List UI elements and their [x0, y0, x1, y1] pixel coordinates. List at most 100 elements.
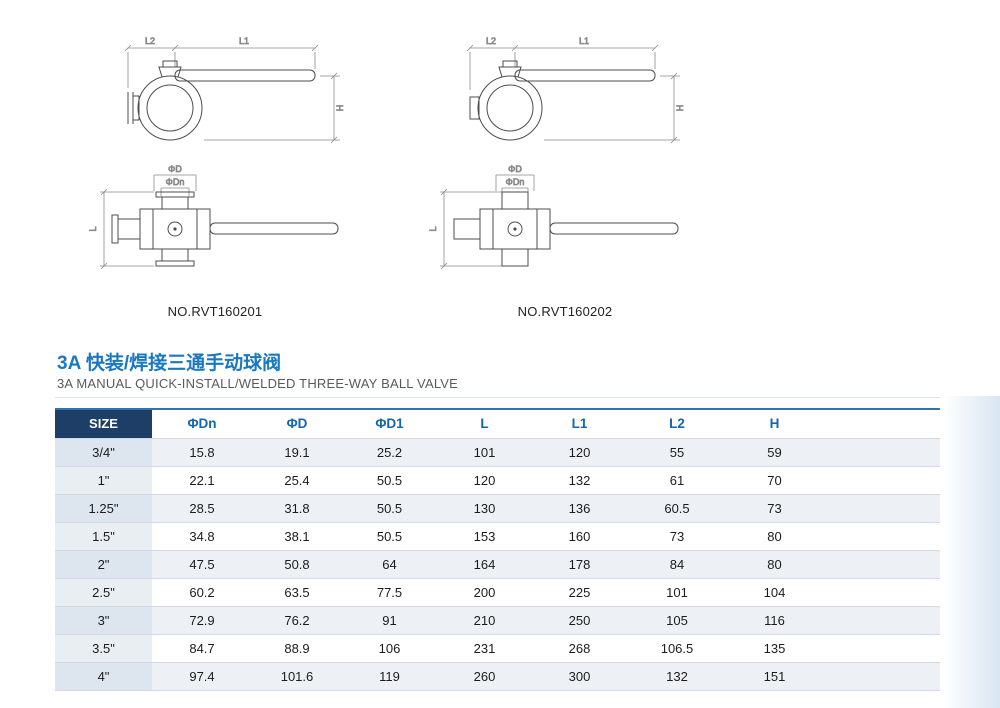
spec-cell: 268: [532, 634, 627, 663]
dim-label-phi-d: ΦD: [508, 164, 522, 174]
spec-cell: 300: [532, 662, 627, 691]
spec-cell: 73: [727, 494, 822, 523]
valve-top-view: [470, 61, 655, 140]
spec-cell: 178: [532, 550, 627, 579]
spec-cell: 22.1: [152, 466, 252, 495]
spec-cell: 200: [437, 578, 532, 607]
page-edge-gradient: [942, 396, 1000, 708]
page-title-en: 3A MANUAL QUICK-INSTALL/WELDED THREE-WAY…: [57, 376, 459, 391]
valve-front-view: [112, 192, 338, 266]
spec-cell: 50.8: [252, 550, 342, 579]
valve-handle-front: [550, 223, 678, 234]
spec-cell: 50.5: [342, 466, 437, 495]
spec-cell: 135: [727, 634, 822, 663]
spec-cell: 47.5: [152, 550, 252, 579]
spec-cell: 28.5: [152, 494, 252, 523]
valve-handle-front: [210, 223, 338, 234]
spec-cell: 63.5: [252, 578, 342, 607]
size-cell: 2.5": [55, 578, 152, 607]
page-title-zh: 3A 快装/焊接三通手动球阀: [57, 353, 282, 374]
spec-cell: 210: [437, 606, 532, 635]
spec-cell: 38.1: [252, 522, 342, 551]
spec-cell: 101: [437, 438, 532, 467]
column-header: L2: [627, 410, 727, 439]
size-cell: 3": [55, 606, 152, 635]
spec-cell: 120: [437, 466, 532, 495]
spec-cell: 97.4: [152, 662, 252, 691]
spec-cell: 132: [627, 662, 727, 691]
spec-cell: 132: [532, 466, 627, 495]
part-number-right: NO.RVT160202: [517, 304, 613, 319]
spec-cell: 55: [627, 438, 727, 467]
column-header: SIZE: [55, 410, 152, 439]
part-number-left: NO.RVT160201: [167, 304, 263, 319]
spec-cell: 136: [532, 494, 627, 523]
column-header: ΦD: [252, 410, 342, 439]
size-cell: 3/4": [55, 438, 152, 467]
filler-cell: [822, 494, 940, 523]
spec-cell: 77.5: [342, 578, 437, 607]
spec-cell: 84: [627, 550, 727, 579]
top-view-dimensions: L2 L1 H: [467, 36, 685, 143]
top-view-dimensions: L2 L1 H: [125, 36, 345, 143]
spec-cell: 106: [342, 634, 437, 663]
dim-label-phi-d: ΦD: [168, 164, 182, 174]
column-header: ΦD1: [342, 410, 437, 439]
spec-cell: 80: [727, 550, 822, 579]
spec-cell: 101: [627, 578, 727, 607]
spec-cell: 76.2: [252, 606, 342, 635]
size-cell: 2": [55, 550, 152, 579]
dim-label-h: H: [335, 105, 345, 112]
spec-cell: 106.5: [627, 634, 727, 663]
dim-label-l: L: [428, 226, 438, 231]
spec-cell: 101.6: [252, 662, 342, 691]
valve-front-view: [454, 192, 678, 266]
spec-cell: 151: [727, 662, 822, 691]
dim-label-l: L: [88, 226, 98, 231]
spec-cell: 164: [437, 550, 532, 579]
dim-label-l2: L2: [145, 36, 155, 46]
spec-cell: 50.5: [342, 494, 437, 523]
spec-cell: 120: [532, 438, 627, 467]
filler-cell: [822, 578, 940, 607]
dim-label-phi-dn: ΦDn: [166, 177, 185, 187]
dim-label-l1: L1: [579, 36, 589, 46]
valve-handle: [175, 70, 315, 81]
column-header: H: [727, 410, 822, 439]
size-cell: 1": [55, 466, 152, 495]
dim-label-h: H: [675, 105, 685, 112]
valve-top-view: [128, 61, 315, 140]
filler-header: [822, 410, 940, 439]
front-view-dimensions: ΦD ΦDn L: [88, 164, 196, 269]
spec-cell: 250: [532, 606, 627, 635]
spec-cell: 260: [437, 662, 532, 691]
spec-cell: 160: [532, 522, 627, 551]
valve-drawing-weld: L2 L1 H ΦD ΦDn: [428, 36, 685, 305]
filler-cell: [822, 606, 940, 635]
filler-cell: [822, 438, 940, 467]
spec-cell: 25.2: [342, 438, 437, 467]
size-cell: 4": [55, 662, 152, 691]
spec-cell: 19.1: [252, 438, 342, 467]
spec-cell: 130: [437, 494, 532, 523]
valve-drawing-clamp: L2 L1 H ΦD ΦDn: [88, 36, 345, 305]
spec-cell: 50.5: [342, 522, 437, 551]
size-cell: 1.5": [55, 522, 152, 551]
dim-label-phi-dn: ΦDn: [506, 177, 525, 187]
spec-cell: 59: [727, 438, 822, 467]
column-header: ΦDn: [152, 410, 252, 439]
size-cell: 1.25": [55, 494, 152, 523]
spec-cell: 60.5: [627, 494, 727, 523]
dim-label-l1: L1: [239, 36, 249, 46]
column-header: L: [437, 410, 532, 439]
